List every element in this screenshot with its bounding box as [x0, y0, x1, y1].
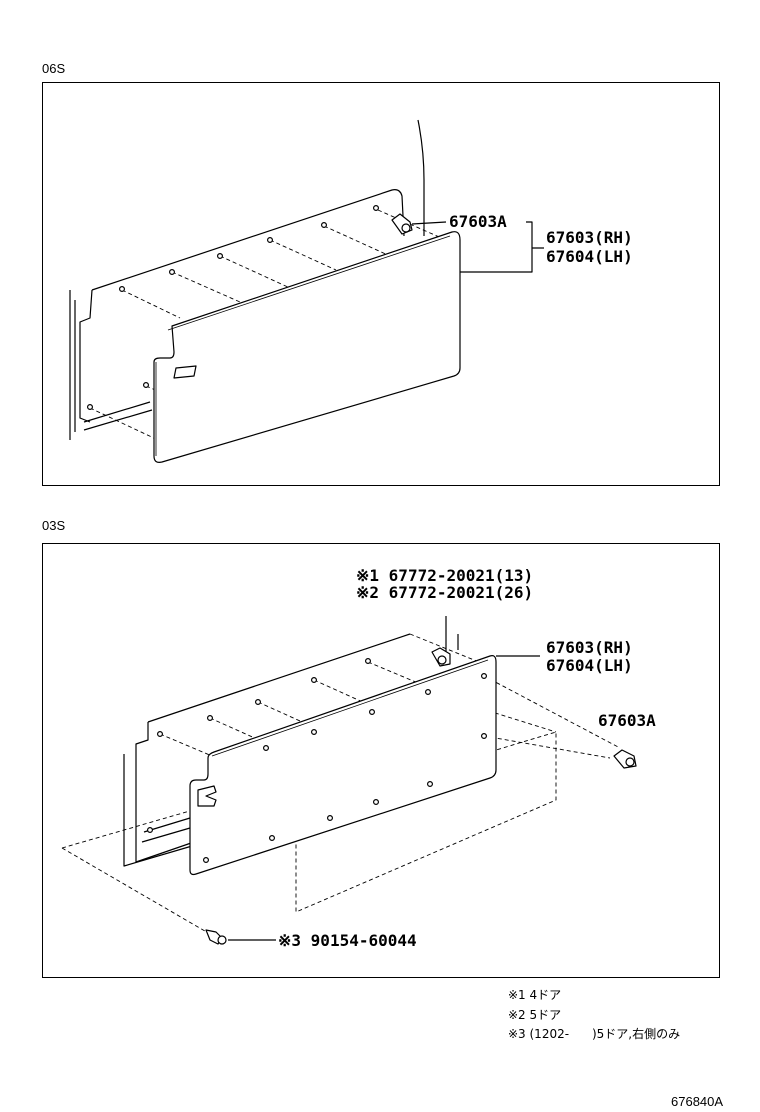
frame-06s — [42, 82, 720, 486]
door-frame-top — [69, 119, 425, 440]
frame-holes-top — [86, 205, 380, 411]
frame-holes-bottom — [147, 657, 372, 833]
frame-03s — [42, 543, 720, 978]
bolt-top — [391, 213, 413, 235]
panel-holes-bottom — [203, 672, 488, 863]
callout-clip1: ※1 67772-20021(13) — [356, 566, 533, 585]
trim-panel-top — [153, 231, 461, 463]
callout-rh-top: 67603(RH) — [546, 228, 633, 247]
note-3: ※3 (1202- )5ドア,右側のみ — [508, 1027, 681, 1041]
callout-bolt-bottom: 67603A — [598, 711, 656, 730]
section-label-06s: 06S — [42, 61, 66, 76]
callout-bolt-top: 67603A — [449, 212, 507, 231]
clip-bottom — [431, 647, 451, 667]
note-1: ※1 4ドア — [508, 988, 562, 1002]
leader-bolt-top — [411, 221, 447, 225]
callout-rh-bottom: 67603(RH) — [546, 638, 633, 657]
bolt-bottom-right — [613, 749, 637, 769]
screw-bottom — [205, 929, 227, 945]
callout-lh-top: 67604(LH) — [546, 247, 633, 266]
callout-screw-bottom: ※3 90154-60044 — [278, 931, 417, 950]
callout-clip2: ※2 67772-20021(26) — [356, 583, 533, 602]
door-frame-bottom — [123, 633, 459, 867]
diagram-id: 676840A — [671, 1094, 724, 1109]
section-label-03s: 03S — [42, 518, 66, 533]
fastener-guides-top — [89, 209, 447, 441]
leader-bracket-top — [460, 221, 544, 273]
note-2: ※2 5ドア — [508, 1008, 562, 1022]
trim-panel-bottom — [189, 655, 497, 876]
callout-lh-bottom: 67604(LH) — [546, 656, 633, 675]
